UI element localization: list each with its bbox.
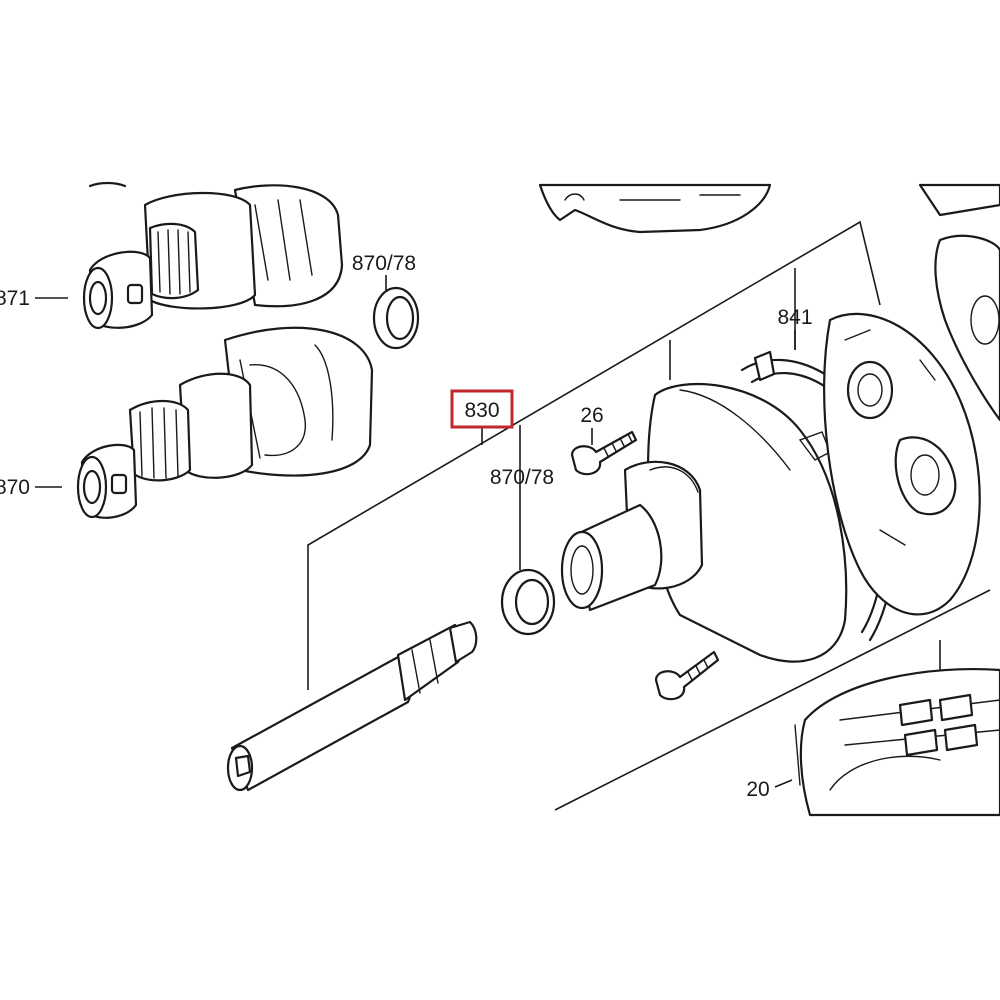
callout-870-78-mid: 870/78 xyxy=(490,466,554,489)
part-870-78-ring-mid xyxy=(500,568,556,636)
callout-871: 871 xyxy=(0,287,30,310)
part-870-chuck xyxy=(76,326,374,519)
highlight-box-830 xyxy=(450,389,514,429)
bit-holder xyxy=(226,620,478,792)
gear-housing xyxy=(560,382,848,663)
callout-830: 830 xyxy=(464,399,499,422)
part-871-chuck xyxy=(82,181,344,330)
part-870-78-ring-top xyxy=(372,286,420,350)
right-housing-fragments xyxy=(918,183,1000,422)
part-20-housing xyxy=(794,667,1000,817)
callout-841: 841 xyxy=(777,306,812,329)
callout-870-78-top: 870/78 xyxy=(352,252,416,275)
top-housing-fragment xyxy=(538,183,772,234)
callout-20: 20 xyxy=(746,778,769,801)
assembly-bracket-lines xyxy=(307,220,991,811)
motor-plate xyxy=(823,312,981,616)
callout-870: 870 xyxy=(0,476,30,499)
callout-26: 26 xyxy=(580,404,603,427)
callout-leaders xyxy=(35,275,796,788)
